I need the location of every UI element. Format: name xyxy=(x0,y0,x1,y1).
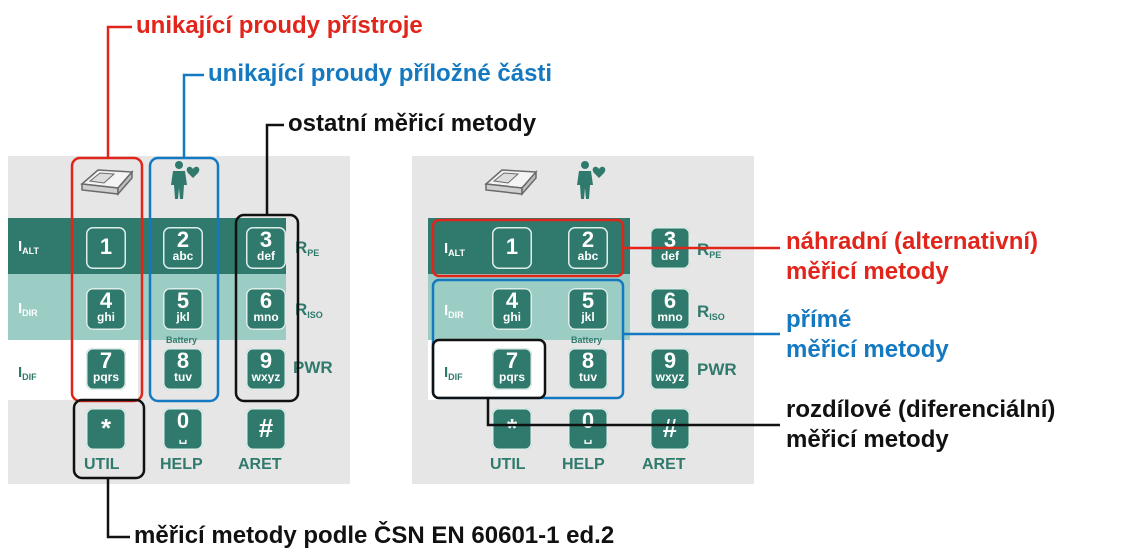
annotation-standard-methods: měřicí metody podle ČSN EN 60601-1 ed.2 xyxy=(134,522,615,549)
annotation-alternative-line1: náhradní (alternativní) xyxy=(786,228,1039,255)
outline-applied-leakage xyxy=(148,156,220,403)
side-label-pwr: PWR xyxy=(697,360,737,379)
bottom-label-util: UTIL xyxy=(490,456,526,473)
outline-alternative xyxy=(431,218,625,278)
outline-differential xyxy=(431,338,547,400)
annotation-direct-line1: přímé xyxy=(786,306,852,333)
connector-applied-leakage xyxy=(182,73,204,158)
annotation-differential-line1: rozdílové (diferenciální) xyxy=(786,396,1056,423)
connector-differential xyxy=(486,398,780,427)
outline-device-leakage xyxy=(70,156,144,403)
battery-label: Battery xyxy=(571,335,603,345)
battery-label: Battery xyxy=(166,335,198,345)
device-icon xyxy=(80,169,134,196)
key-star[interactable]: * xyxy=(86,408,126,450)
bottom-label-help: HELP xyxy=(562,456,605,473)
row-label-alt: IALT xyxy=(18,238,39,256)
annotation-device-leakage: unikající proudy přístroje xyxy=(136,12,423,39)
key-1[interactable]: 1 xyxy=(86,227,126,269)
connector-standard-methods xyxy=(106,478,130,539)
patient-heart-icon xyxy=(171,161,200,199)
row-band-dir-left xyxy=(8,274,286,340)
annotation-differential-line2: měřicí metody xyxy=(786,426,949,453)
connector-device-leakage xyxy=(106,25,132,158)
key-hash[interactable]: # xyxy=(246,408,286,450)
side-label-riso: RISO xyxy=(697,302,725,322)
key-1[interactable]: 1 xyxy=(492,227,532,269)
key-star[interactable]: * xyxy=(492,408,532,450)
row-label-dir: IDIR xyxy=(18,300,38,318)
row-band-alt-left xyxy=(8,218,286,274)
key-0[interactable]: 0␣ xyxy=(163,408,203,450)
side-label-rpe: RPE xyxy=(697,240,722,260)
outline-util xyxy=(72,398,146,480)
side-label-pwr: PWR xyxy=(293,358,333,377)
patient-heart-icon xyxy=(577,161,606,199)
annotation-direct-line2: měřicí metody xyxy=(786,336,949,363)
annotation-other-methods: ostatní měřicí metody xyxy=(288,110,537,137)
key-hash[interactable]: # xyxy=(650,408,690,450)
row-label-alt: IALT xyxy=(444,240,465,258)
outline-other-methods xyxy=(234,213,300,403)
bottom-label-util: UTIL xyxy=(84,456,120,473)
bottom-label-aret: ARET xyxy=(238,456,282,473)
bottom-label-aret: ARET xyxy=(642,456,686,473)
row-label-dif: IDIF xyxy=(444,364,463,382)
device-icon xyxy=(484,169,538,196)
row-label-dif: IDIF xyxy=(18,364,37,382)
connector-other-methods xyxy=(265,123,284,215)
row-label-dir: IDIR xyxy=(444,302,464,320)
annotation-alternative-line2: měřicí metody xyxy=(786,258,949,285)
bottom-label-help: HELP xyxy=(160,456,203,473)
annotation-applied-leakage: unikající proudy příložné části xyxy=(208,60,553,87)
